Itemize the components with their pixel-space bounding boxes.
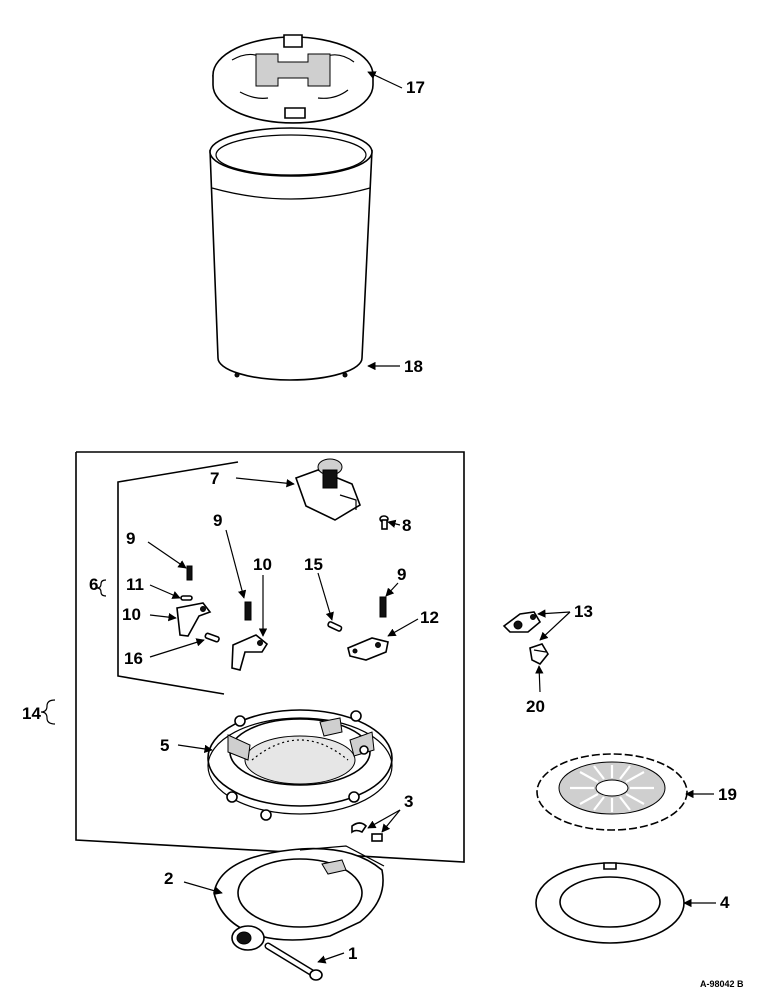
callout-13: 15 [304,555,323,574]
spring-part-9-middle [244,601,252,621]
pin-part-11 [180,595,193,601]
callout-19: 19 [718,785,737,804]
pin-part-14 [204,632,220,643]
pin-part-8 [379,515,389,530]
gasket-part-4 [535,862,685,944]
callout-10-left: 10 [122,605,141,624]
callout-10-middle: 10 [253,555,272,574]
callout-12: 12 [420,608,439,627]
body-part-18 [209,127,373,381]
callout-4: 4 [720,893,730,912]
callout-5: 5 [160,736,169,755]
callout-3: 3 [404,792,413,811]
grate-part-19 [536,753,688,831]
housing-part-7 [294,458,361,521]
latch-part-20 [529,643,549,666]
spring-part-9-right [379,596,387,618]
pawl-part-10-left [176,602,212,637]
group-15-bracket [40,451,465,863]
drawing-code: A-98042 B [700,979,744,989]
callout-15: 14 [22,704,41,723]
ring-assembly-part-5 [207,709,393,821]
callout-2: 2 [164,869,173,888]
callout-9-middle: 9 [213,511,222,530]
bolt-part-1 [264,942,323,981]
callout-8: 8 [402,516,411,535]
callout-9-left: 9 [126,529,135,548]
callout-1: 1 [348,944,357,963]
callout-16: 13 [574,602,593,621]
leader-lines [147,71,716,964]
latch-part-16 [502,611,542,633]
callout-11: 11 [126,575,144,594]
callout-7: 7 [210,469,219,488]
clamp-ring-part-2 [213,845,385,951]
bracket-part-12 [347,637,389,661]
cap-part-17 [212,34,374,124]
callout-9-right: 9 [397,565,406,584]
clip-part-3 [351,822,383,842]
callout-14: 16 [124,649,143,668]
callout-6: 6 [89,575,98,594]
callout-17: 17 [406,78,425,97]
callout-18: 18 [404,357,423,376]
pin-part-13 [327,621,343,632]
spring-part-9-left [186,565,193,581]
pawl-part-10-middle [231,634,269,671]
callout-20: 20 [526,697,545,716]
